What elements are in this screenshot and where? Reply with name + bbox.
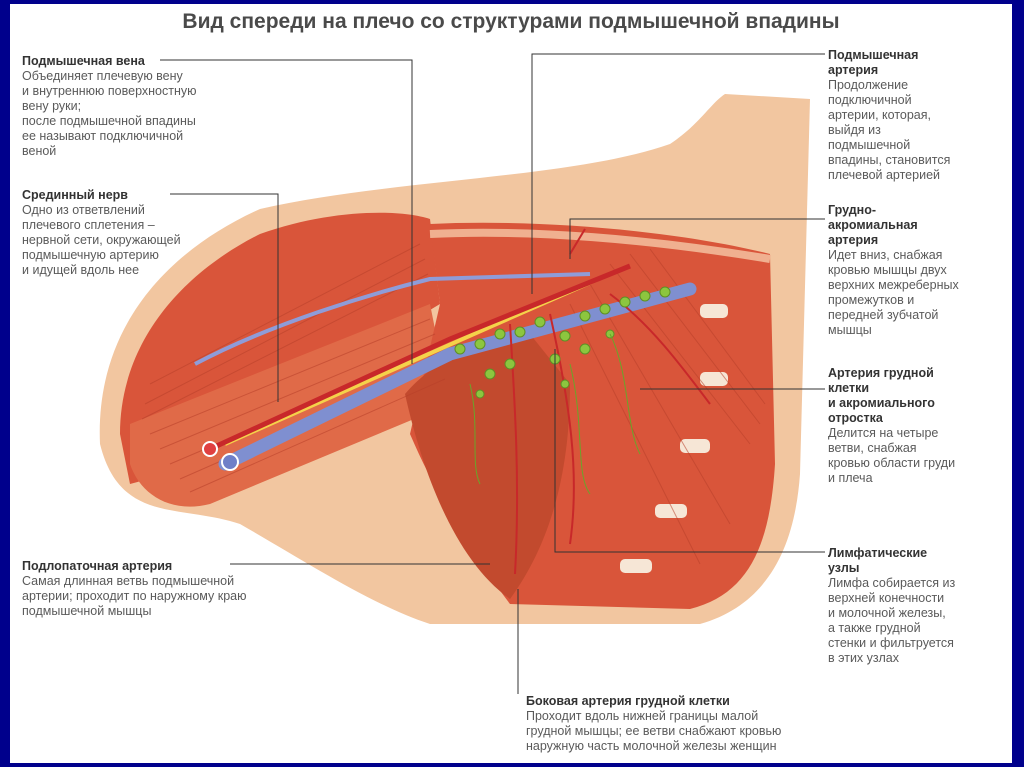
label-line: ветви, снабжая — [828, 441, 955, 456]
label-line: Объединяет плечевую вену — [22, 69, 197, 84]
label-axillary-vein-heading: Подмышечная вена — [22, 54, 197, 69]
label-line: Идет вниз, снабжая — [828, 248, 959, 263]
cut-vein-end — [222, 454, 238, 470]
label-line: Одно из ответвлений — [22, 203, 181, 218]
label-heading-line: Артерия грудной — [828, 366, 955, 381]
label-axillary-vein: Подмышечная вена Объединяет плечевую вен… — [22, 54, 197, 159]
slide: Вид спереди на плечо со структурами подм… — [10, 4, 1012, 763]
label-chest-acromion-artery: Артерия грудной клетки и акромиального о… — [828, 366, 955, 486]
label-line: кровью мышцы двух — [828, 263, 959, 278]
label-heading-line: Грудно- — [828, 203, 959, 218]
label-heading-line: узлы — [828, 561, 955, 576]
label-heading-line: отростка — [828, 411, 955, 426]
label-line: наружную часть молочной железы женщин — [526, 739, 781, 754]
label-line: и молочной железы, — [828, 606, 955, 621]
label-line: подключичной — [828, 93, 950, 108]
label-line: артерии; проходит по наружному краю — [22, 589, 247, 604]
label-heading-line: Подмышечная — [828, 48, 950, 63]
label-heading-line: артерия — [828, 63, 950, 78]
label-subscapular-artery-heading: Подлопаточная артерия — [22, 559, 247, 574]
label-line: верхней конечности — [828, 591, 955, 606]
label-line: веной — [22, 144, 197, 159]
label-line: и идущей вдоль нее — [22, 263, 181, 278]
label-line: верхних межреберных — [828, 278, 959, 293]
label-line: и внутреннюю поверхностную — [22, 84, 197, 99]
label-line: а также грудной — [828, 621, 955, 636]
label-line: плечевого сплетения – — [22, 218, 181, 233]
label-line: и плеча — [828, 471, 955, 486]
label-line: Делится на четыре — [828, 426, 955, 441]
label-line: промежутков и — [828, 293, 959, 308]
label-lateral-thoracic-artery: Боковая артерия грудной клетки Проходит … — [526, 694, 781, 754]
label-lateral-thoracic-artery-heading: Боковая артерия грудной клетки — [526, 694, 781, 709]
label-line: кровью области груди — [828, 456, 955, 471]
label-thoracoacromial-artery: Грудно- акромиальная артерия Идет вниз, … — [828, 203, 959, 338]
label-median-nerve: Срединный нерв Одно из ответвлений плече… — [22, 188, 181, 278]
label-axillary-artery: Подмышечная артерия Продолжение подключи… — [828, 48, 950, 183]
label-line: Проходит вдоль нижней границы малой — [526, 709, 781, 724]
label-heading-line: артерия — [828, 233, 959, 248]
label-line: плечевой артерией — [828, 168, 950, 183]
label-line: ее называют подключичной — [22, 129, 197, 144]
label-line: артерии, которая, — [828, 108, 950, 123]
label-line: после подмышечной впадины — [22, 114, 197, 129]
cut-artery-end — [203, 442, 217, 456]
label-subscapular-artery: Подлопаточная артерия Самая длинная ветв… — [22, 559, 247, 619]
label-line: вену руки; — [22, 99, 197, 114]
label-line: подмышечной — [828, 138, 950, 153]
label-lymph-nodes: Лимфатические узлы Лимфа собирается из в… — [828, 546, 955, 666]
label-line: подмышечной мышцы — [22, 604, 247, 619]
label-line: подмышечную артерию — [22, 248, 181, 263]
label-heading-line: акромиальная — [828, 218, 959, 233]
label-line: мышцы — [828, 323, 959, 338]
label-line: Самая длинная ветвь подмышечной — [22, 574, 247, 589]
label-line: Лимфа собирается из — [828, 576, 955, 591]
label-heading-line: клетки — [828, 381, 955, 396]
label-line: передней зубчатой — [828, 308, 959, 323]
label-line: Продолжение — [828, 78, 950, 93]
label-line: выйдя из — [828, 123, 950, 138]
label-heading-line: и акромиального — [828, 396, 955, 411]
label-line: грудной мышцы; ее ветви снабжают кровью — [526, 724, 781, 739]
label-line: стенки и фильтруется — [828, 636, 955, 651]
label-median-nerve-heading: Срединный нерв — [22, 188, 181, 203]
label-line: нервной сети, окружающей — [22, 233, 181, 248]
label-heading-line: Лимфатические — [828, 546, 955, 561]
label-line: впадины, становится — [828, 153, 950, 168]
label-line: в этих узлах — [828, 651, 955, 666]
